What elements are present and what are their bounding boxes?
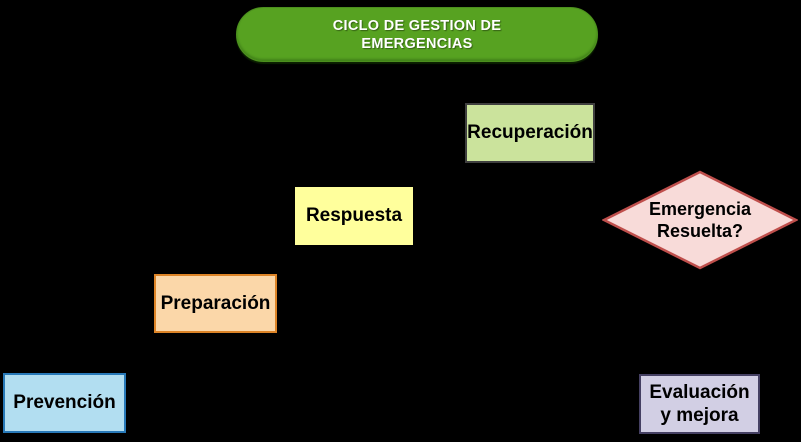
step-prevencion-label: Prevención (13, 392, 116, 413)
step-recuperacion-label: Recuperación (467, 122, 593, 143)
step-prevencion: Prevención (3, 373, 126, 433)
diagram-title-line-1: CICLO DE GESTION DE (332, 17, 502, 34)
diagram-title-line-2: EMERGENCIAS (361, 35, 473, 52)
step-evaluacion-y-mejora: Evaluación y mejora (639, 374, 760, 434)
step-evaluacion-line-2: y mejora (660, 405, 739, 426)
step-respuesta-label: Respuesta (305, 205, 403, 226)
decision-label-line-2: Resuelta? (656, 221, 744, 241)
decision-label: Emergencia Resuelta? (602, 170, 798, 270)
step-preparacion: Preparación (154, 274, 277, 333)
decision-emergencia-resuelta: Emergencia Resuelta? (602, 170, 798, 270)
step-evaluacion-line-1: Evaluación (649, 382, 750, 403)
diagram-title: CICLO DE GESTION DE EMERGENCIAS (236, 7, 598, 62)
decision-label-line-1: Emergencia (648, 199, 752, 219)
decision-diamond-polygon (602, 170, 798, 270)
decision-diamond-shape (602, 170, 798, 270)
step-recuperacion: Recuperación (465, 103, 595, 163)
step-respuesta: Respuesta (293, 185, 415, 247)
step-preparacion-label: Preparación (160, 292, 271, 314)
